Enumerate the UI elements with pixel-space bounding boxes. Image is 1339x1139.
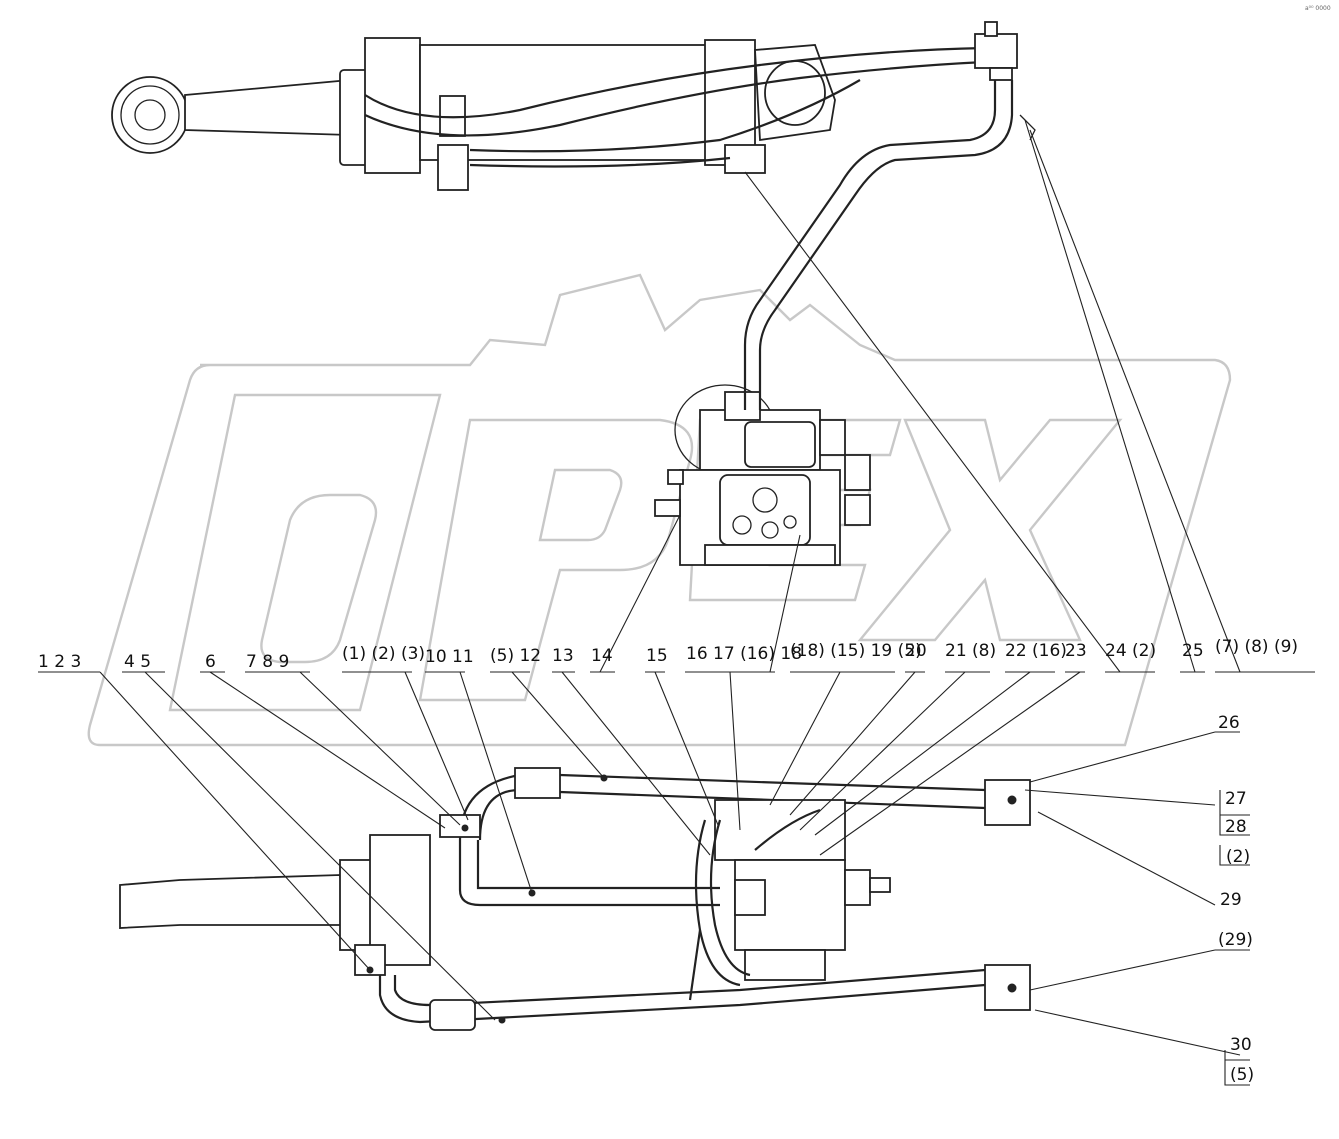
callout-1-2-3: 1 2 3 xyxy=(38,652,81,672)
callout-25: 25 xyxy=(1182,641,1204,661)
corner-mark: a⁰⁰ 0000 xyxy=(1305,5,1331,12)
callout-23: 23 xyxy=(1065,641,1087,661)
callout-14: 14 xyxy=(591,646,613,666)
callout-30: 30 xyxy=(1230,1035,1252,1055)
callout-p18-p15-19-p5: (18) (15) 19 (5) xyxy=(790,641,922,661)
callout-28: 28 xyxy=(1225,817,1247,837)
callout-p29: (29) xyxy=(1218,930,1253,950)
callout-24-p2: 24 (2) xyxy=(1105,641,1156,661)
callout-15: 15 xyxy=(646,646,668,666)
callout-6: 6 xyxy=(205,652,216,672)
callout-26: 26 xyxy=(1218,713,1240,733)
callout-7-8-9: 7 8 9 xyxy=(246,652,289,672)
upper-steering-cylinder xyxy=(111,21,1036,385)
callout-p1-p2-p3: (1) (2) (3) xyxy=(342,644,425,664)
callout-4-5: 4 5 xyxy=(124,652,151,672)
callout-p5b: (5) xyxy=(1230,1065,1254,1085)
lower-pump-assembly xyxy=(119,767,1031,1031)
callout-21-p8: 21 (8) xyxy=(945,641,996,661)
callout-27: 27 xyxy=(1225,789,1247,809)
callout-p5-12: (5) 12 xyxy=(490,646,541,666)
callout-13: 13 xyxy=(552,646,574,666)
watermark-gear-outline xyxy=(87,273,1232,747)
callout-p2b: (2) xyxy=(1226,847,1250,867)
callout-p7-p8-p9: (7) (8) (9) xyxy=(1215,637,1298,657)
callout-22-p16: 22 (16) xyxy=(1005,641,1067,661)
callout-labels: 1 2 3 4 5 6 7 8 9 (1) (2) (3) 10 11 (5) … xyxy=(38,637,1298,1085)
control-valve-block xyxy=(654,384,871,566)
callout-29: 29 xyxy=(1220,890,1242,910)
callout-16-17-p16-18: 16 17 (16) 18 xyxy=(686,644,802,664)
callout-10-11: 10 11 xyxy=(425,647,474,667)
leader-lines xyxy=(38,119,1315,1086)
callout-20: 20 xyxy=(905,641,927,661)
